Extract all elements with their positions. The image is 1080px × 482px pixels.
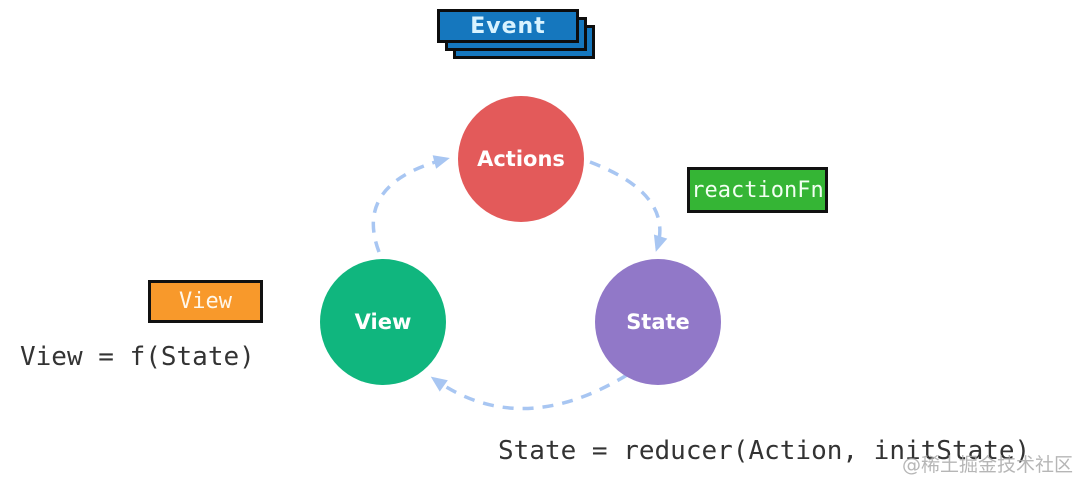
- event-stacked-card: Event: [437, 9, 595, 59]
- reaction-fn-tag: reactionFn: [687, 167, 828, 213]
- arrow-view-to-actions: [371, 155, 450, 253]
- event-card-label: Event: [437, 9, 579, 43]
- arrow-state-to-view: [430, 373, 628, 411]
- state-node: State: [595, 259, 721, 385]
- view-equation: View = f(State): [20, 342, 255, 372]
- watermark: @稀土掘金技术社区: [902, 454, 1074, 476]
- view-node: View: [320, 259, 446, 385]
- state-equation: State = reducer(Action, initState): [498, 436, 1031, 466]
- arrow-actions-to-state: [589, 160, 668, 252]
- actions-node: Actions: [458, 96, 584, 222]
- view-tag: View: [148, 280, 263, 323]
